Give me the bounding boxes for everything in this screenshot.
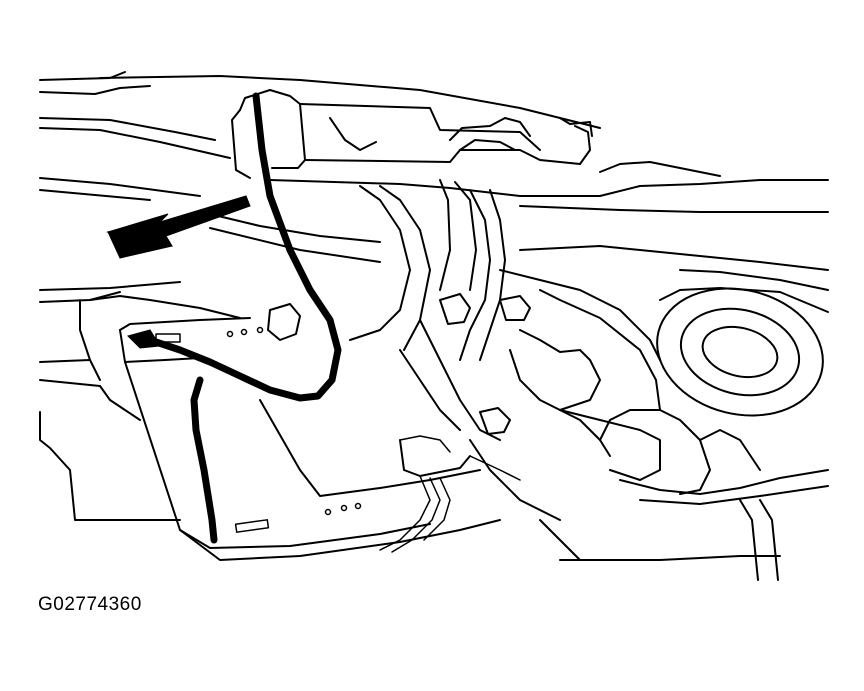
highlighted-harness xyxy=(127,92,342,544)
center-harness-runs xyxy=(349,179,561,521)
upper-bracket xyxy=(231,89,591,179)
module-tray xyxy=(39,295,501,561)
pointer-arrow xyxy=(106,195,251,259)
motor-assembly xyxy=(499,269,829,561)
harness-connectors xyxy=(267,293,531,435)
figure-code: G02774360 xyxy=(38,594,142,615)
upper-panel-contours xyxy=(39,71,601,201)
right-lower-pipe xyxy=(739,499,779,581)
lower-wire-bundle xyxy=(379,435,521,553)
dashboard-contours xyxy=(39,161,829,303)
vent-ring xyxy=(656,269,829,417)
